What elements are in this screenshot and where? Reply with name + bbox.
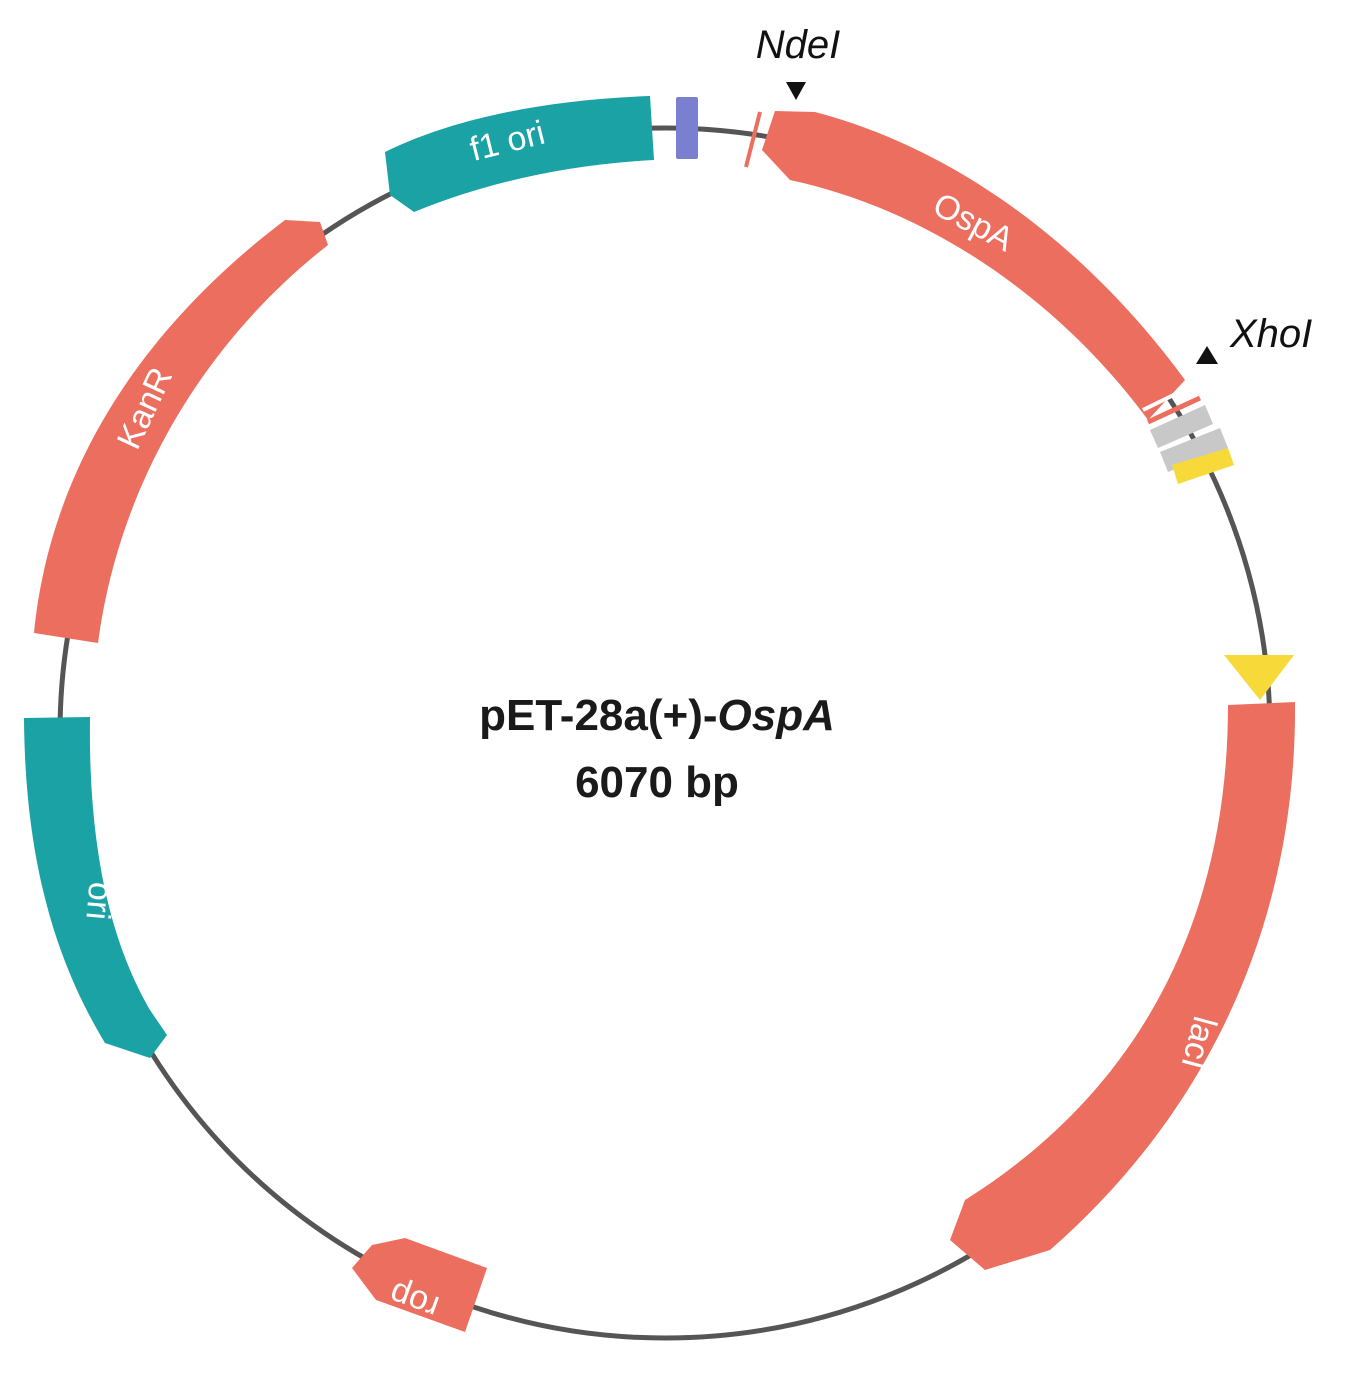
kanr-feature xyxy=(34,220,328,643)
t7-tick xyxy=(744,111,762,168)
ndei-label: NdeI xyxy=(756,23,841,67)
gray-marker-2 xyxy=(1160,428,1228,472)
ori-label: ori xyxy=(78,880,119,921)
ori-feature xyxy=(24,717,167,1058)
xhoi-label: XhoI xyxy=(1229,312,1312,356)
plasmid-name: pET-28a(+)-OspA xyxy=(479,691,835,740)
lac-operator-marker xyxy=(1172,448,1234,484)
plasmid-insert-name: OspA xyxy=(718,691,835,740)
laci-feature xyxy=(950,702,1296,1270)
f1ori-feature xyxy=(385,96,654,212)
gray-marker-1 xyxy=(1150,405,1213,448)
xhoi-marker xyxy=(1196,346,1218,364)
his-tag-marker xyxy=(676,97,698,159)
ndei-marker xyxy=(786,82,806,100)
plasmid-size: 6070 bp xyxy=(575,758,739,807)
ospa-feature xyxy=(762,111,1185,420)
plasmid-base-name: pET-28a(+)- xyxy=(479,691,717,740)
rop-feature xyxy=(352,1238,487,1332)
promoter-feature xyxy=(1224,655,1294,700)
stripe-1 xyxy=(1142,383,1195,412)
stripe-2 xyxy=(1146,395,1202,425)
